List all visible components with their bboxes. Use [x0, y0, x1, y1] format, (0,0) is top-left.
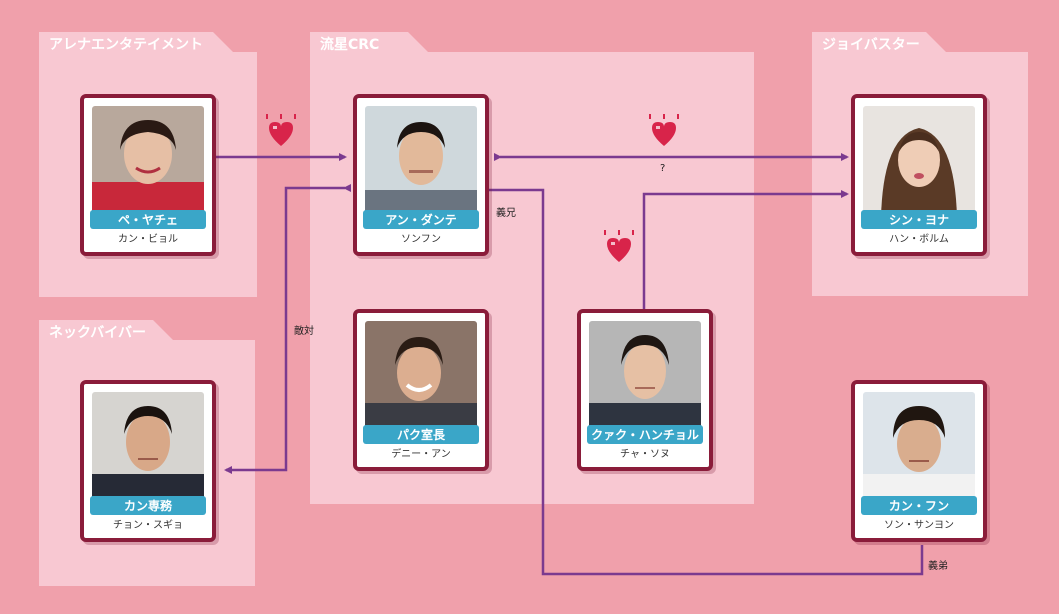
- character-name: アン・ダンテ: [363, 210, 479, 229]
- portrait-photo: [589, 321, 701, 433]
- line-an-kangf: [488, 188, 924, 576]
- relation-younger-in-law-label: 義弟: [928, 561, 948, 572]
- character-name: シン・ヨナ: [861, 210, 977, 229]
- actor-name: カン・ビョル: [118, 234, 178, 245]
- heart-icon: [266, 114, 296, 146]
- actor-name: チャ・ソヌ: [620, 449, 670, 460]
- character-name: パク室長: [363, 425, 479, 444]
- portrait-photo: [863, 106, 975, 218]
- portrait-photo: [365, 321, 477, 433]
- character-card-kwak[interactable]: クァク・ハンチョル チャ・ソヌ: [577, 309, 713, 471]
- group-joy-title: ジョイバスター: [812, 32, 952, 58]
- portrait-photo: [863, 392, 975, 504]
- group-arena-title: アレナエンタテイメント: [39, 32, 239, 58]
- character-card-an[interactable]: アン・ダンテ ソンフン: [353, 94, 489, 256]
- actor-name: ソン・サンヨン: [884, 520, 954, 531]
- heart-icon: [649, 114, 679, 146]
- actor-name: ハン・ボルム: [889, 234, 949, 245]
- actor-name: チョン・スギョ: [113, 520, 183, 531]
- heart-icon: [604, 230, 634, 262]
- portrait-photo: [92, 392, 204, 504]
- character-card-kang-hun[interactable]: カン・フン ソン・サンヨン: [851, 380, 987, 542]
- arrow-rival: [224, 184, 351, 474]
- character-card-kang-senmu[interactable]: カン専務 チョン・スギョ: [80, 380, 216, 542]
- arrow-kwak-to-shin: [642, 190, 849, 310]
- portrait-photo: [92, 106, 204, 218]
- character-name: カン・フン: [861, 496, 977, 515]
- actor-name: ソンフン: [401, 234, 441, 245]
- character-name: カン専務: [90, 496, 206, 515]
- character-name: ペ・ヤチェ: [90, 210, 206, 229]
- actor-name: デニー・アン: [391, 449, 451, 460]
- character-name: クァク・ハンチョル: [587, 425, 703, 444]
- group-neck-title: ネックバイバー: [39, 320, 179, 346]
- relation-brother-in-law-label: 義兄: [496, 208, 516, 219]
- relation-question-label: ?: [660, 163, 666, 174]
- character-card-bae[interactable]: ペ・ヤチェ カン・ビョル: [80, 94, 216, 256]
- character-card-shin[interactable]: シン・ヨナ ハン・ボルム: [851, 94, 987, 256]
- portrait-photo: [365, 106, 477, 218]
- character-card-park[interactable]: パク室長 デニー・アン: [353, 309, 489, 471]
- relation-rival-label: 敵対: [294, 326, 314, 337]
